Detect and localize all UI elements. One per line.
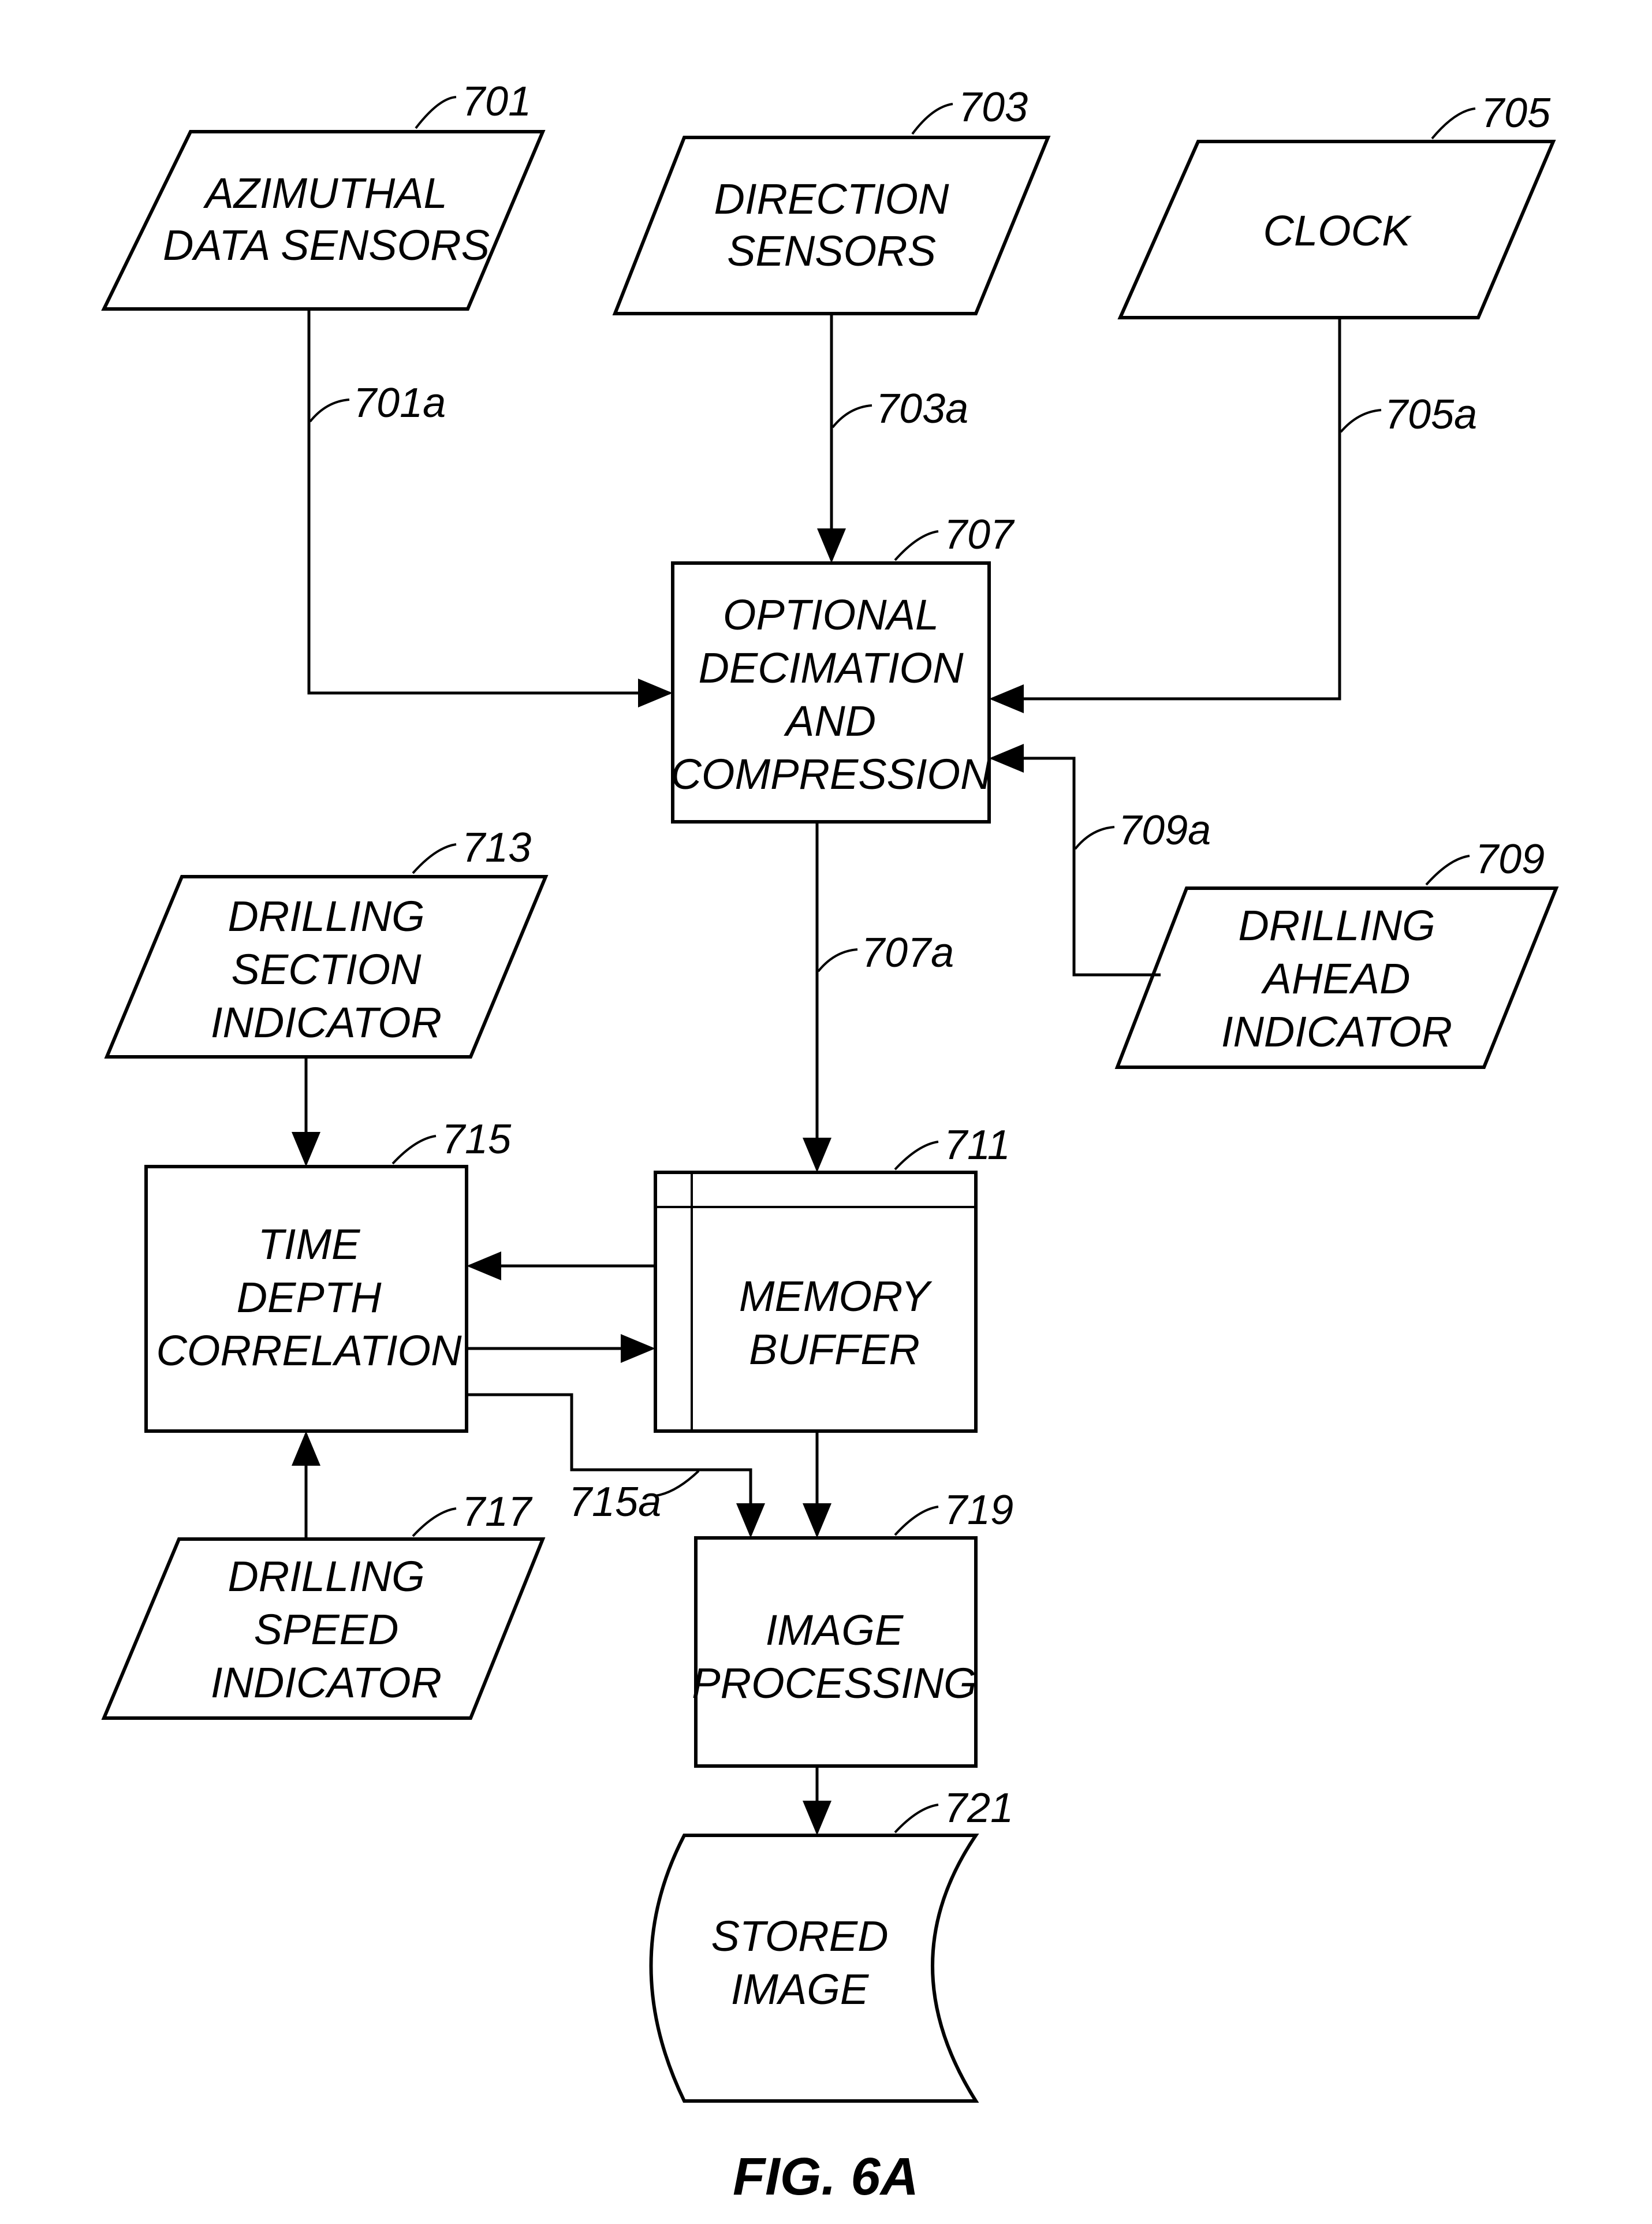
label-701a: 701a — [310, 380, 446, 426]
ref-711-label: 711 — [944, 1122, 1010, 1168]
ref-703: 703 — [912, 84, 1028, 134]
ref-713-label: 713 — [462, 825, 531, 871]
stored-image-line-2: IMAGE — [731, 1965, 870, 2013]
label-705a-text: 705a — [1385, 392, 1477, 438]
direction-sensors-node: DIRECTION SENSORS — [615, 137, 1048, 314]
ref-717: 717 — [413, 1489, 533, 1536]
ref-717-label: 717 — [462, 1489, 533, 1535]
decimation-line-1: OPTIONAL — [723, 591, 939, 639]
ref-719: 719 — [895, 1487, 1013, 1535]
label-703a-text: 703a — [876, 386, 968, 432]
label-707a: 707a — [818, 930, 954, 976]
clock-node: CLOCK — [1120, 141, 1553, 318]
azimuthal-data-sensors-node: AZIMUTHAL DATA SENSORS — [104, 132, 543, 309]
ref-721: 721 — [895, 1785, 1013, 1832]
label-701a-text: 701a — [353, 380, 446, 426]
ref-705-label: 705 — [1481, 90, 1551, 136]
ref-709: 709 — [1426, 836, 1545, 885]
drilling-speed-line-1: DRILLING — [228, 1552, 424, 1600]
ref-719-label: 719 — [944, 1487, 1013, 1533]
decimation-line-4: COMPRESSION — [670, 750, 991, 798]
time-depth-line-3: CORRELATION — [156, 1327, 462, 1374]
decimation-line-2: DECIMATION — [698, 644, 964, 692]
ref-715: 715 — [393, 1116, 512, 1164]
drilling-speed-line-3: INDICATOR — [211, 1659, 442, 1707]
connector-701a — [309, 309, 670, 693]
drilling-section-indicator-node: DRILLING SECTION INDICATOR — [107, 877, 546, 1057]
image-processing-line-2: PROCESSING — [692, 1659, 976, 1707]
time-depth-line-2: DEPTH — [237, 1273, 382, 1321]
label-707a-text: 707a — [862, 930, 954, 976]
stored-image-line-1: STORED — [711, 1912, 888, 1960]
label-709a: 709a — [1075, 807, 1211, 854]
drilling-ahead-line-2: AHEAD — [1261, 955, 1411, 1003]
stored-image-node: STORED IMAGE — [651, 1835, 976, 2101]
memory-buffer-node: MEMORY BUFFER — [655, 1172, 976, 1431]
drilling-ahead-line-1: DRILLING — [1238, 901, 1435, 949]
ref-715-label: 715 — [442, 1116, 512, 1163]
ref-701-label: 701 — [462, 79, 531, 125]
drilling-speed-line-2: SPEED — [254, 1605, 399, 1653]
memory-buffer-line-1: MEMORY — [739, 1272, 933, 1320]
ref-703-label: 703 — [959, 84, 1028, 131]
drilling-section-line-3: INDICATOR — [211, 999, 442, 1046]
label-715a: 715a — [569, 1471, 699, 1525]
ref-701: 701 — [416, 79, 531, 128]
azimuthal-line-1: AZIMUTHAL — [203, 169, 447, 217]
label-715a-text: 715a — [569, 1479, 661, 1525]
decimation-line-3: AND — [784, 697, 876, 745]
ref-721-label: 721 — [944, 1785, 1013, 1831]
memory-buffer-line-2: BUFFER — [749, 1325, 920, 1373]
direction-line-1: DIRECTION — [714, 175, 950, 223]
ref-713: 713 — [413, 825, 531, 873]
figure-label: FIG. 6A — [733, 2147, 919, 2206]
decimation-compression-node: OPTIONAL DECIMATION AND COMPRESSION — [670, 563, 991, 822]
drilling-speed-indicator-node: DRILLING SPEED INDICATOR — [104, 1539, 543, 1718]
azimuthal-line-2: DATA SENSORS — [163, 221, 490, 269]
direction-line-2: SENSORS — [727, 227, 936, 275]
image-processing-line-1: IMAGE — [766, 1606, 904, 1654]
ref-709-label: 709 — [1475, 836, 1545, 882]
time-depth-correlation-node: TIME DEPTH CORRELATION — [146, 1167, 467, 1431]
connector-709a — [992, 758, 1161, 975]
image-processing-node: IMAGE PROCESSING — [692, 1538, 976, 1766]
drilling-ahead-indicator-node: DRILLING AHEAD INDICATOR — [1117, 888, 1556, 1067]
drilling-ahead-line-3: INDICATOR — [1221, 1008, 1452, 1056]
ref-705: 705 — [1432, 90, 1551, 139]
ref-711: 711 — [895, 1122, 1010, 1169]
label-709a-text: 709a — [1118, 807, 1211, 854]
time-depth-line-1: TIME — [258, 1220, 361, 1268]
drilling-section-line-1: DRILLING — [228, 892, 424, 940]
drilling-section-line-2: SECTION — [232, 945, 422, 993]
label-705a: 705a — [1341, 392, 1477, 438]
label-703a: 703a — [833, 386, 968, 432]
connector-705a — [992, 318, 1340, 699]
clock-line-1: CLOCK — [1263, 207, 1413, 255]
ref-707-label: 707 — [944, 512, 1015, 558]
ref-707: 707 — [895, 512, 1015, 560]
